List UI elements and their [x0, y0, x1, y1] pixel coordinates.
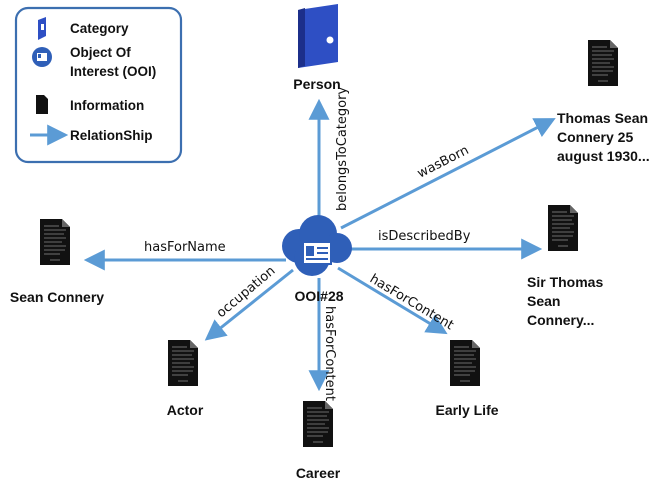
node-sean-connery-label: Sean Connery	[10, 289, 104, 305]
node-sir-thomas-line-3: Connery...	[527, 312, 594, 328]
edge-label-has-for-name: hasForName	[144, 240, 226, 255]
document-icon	[167, 339, 199, 387]
edge-label-occupation: occupation	[214, 264, 278, 322]
ooi-legend-icon	[32, 47, 52, 67]
edge-label-is-described-by: isDescribedBy	[378, 229, 471, 244]
node-person-label: Person	[293, 76, 340, 92]
occupation-arrow	[204, 268, 294, 341]
node-sir-thomas-line-1: Sir Thomas	[527, 274, 603, 290]
node-sir-thomas-line-2: Sean	[527, 293, 560, 309]
has-for-content-right-arrow	[337, 266, 448, 335]
category-legend-icon	[38, 17, 46, 40]
document-icon	[302, 400, 334, 448]
legend: Category Object Of Interest (OOI) Inform…	[14, 6, 183, 164]
node-career-label: Career	[296, 465, 341, 481]
document-icon	[547, 204, 579, 252]
center-ooi-label: OOI#28	[294, 288, 343, 304]
document-icon	[449, 339, 481, 387]
legend-ooi-label-1: Object Of	[70, 45, 131, 60]
was-born-arrow	[340, 118, 556, 230]
legend-category-label: Category	[70, 21, 129, 36]
legend-relationship-label: RelationShip	[70, 128, 153, 143]
edge-label-belongs-to-category: belongsToCategory	[335, 87, 350, 211]
document-icon	[587, 39, 619, 87]
node-thomas-line-1: Thomas Sean	[557, 110, 648, 126]
legend-ooi-label-2: Interest (OOI)	[70, 64, 156, 79]
information-legend-icon	[36, 95, 48, 114]
node-thomas-line-3: august 1930...	[557, 148, 650, 164]
node-thomas-line-2: Connery 25	[557, 129, 633, 145]
edge-label-has-for-content-down: hasForContent	[322, 306, 337, 401]
legend-information-label: Information	[70, 98, 144, 113]
document-icon	[39, 218, 71, 266]
binder-icon	[298, 4, 338, 68]
edge-label-has-for-content-right: hasForContent	[367, 272, 456, 334]
node-early-life-label: Early Life	[435, 402, 498, 418]
ooi-cloud-icon	[282, 215, 352, 276]
node-actor-label: Actor	[167, 402, 204, 418]
